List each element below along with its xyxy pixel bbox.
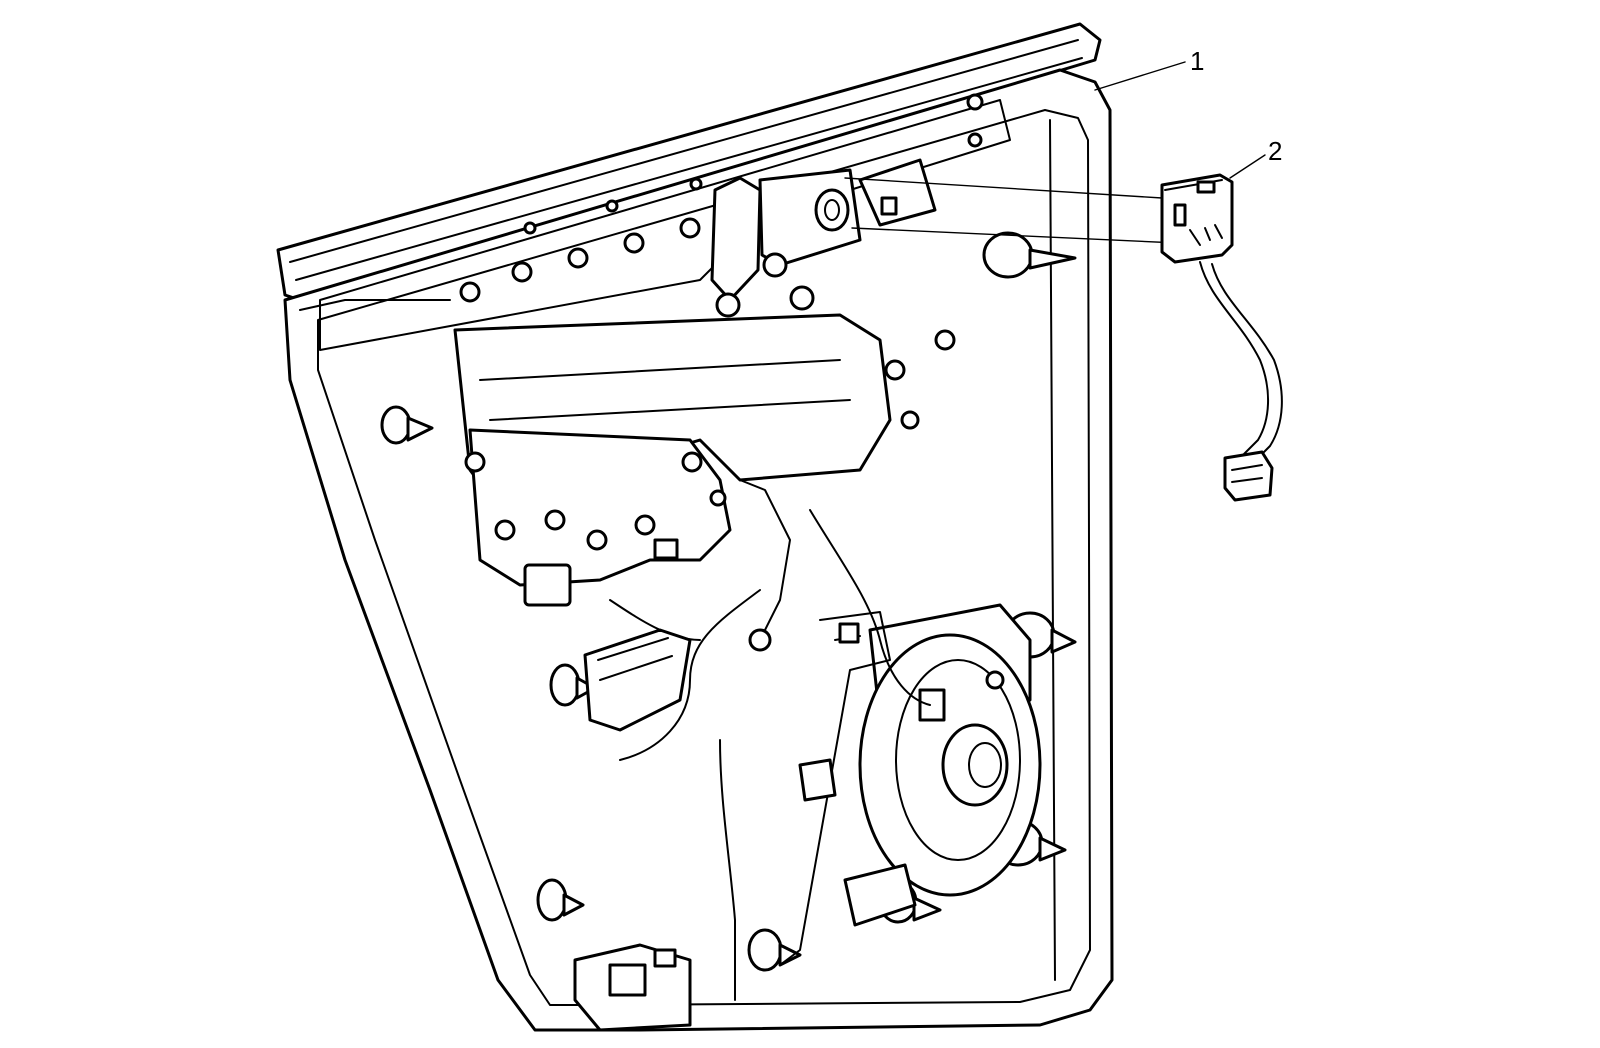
- push-pin: [380, 405, 434, 445]
- speaker: [843, 603, 1042, 927]
- harness-connector: [1223, 450, 1274, 502]
- callout-2-label: 2: [1268, 136, 1282, 166]
- module-housing: [453, 313, 956, 607]
- strip-bolts: [459, 93, 984, 303]
- push-pin: [747, 928, 802, 972]
- housing-bolts: [464, 329, 956, 551]
- door-wiring-harness: [583, 479, 931, 1001]
- installation-leader-lines: [844, 177, 1179, 244]
- speaker-connector: [918, 688, 946, 722]
- callout-leaders: [1094, 61, 1266, 179]
- callout-1-label: 1: [1190, 46, 1204, 76]
- push-pin: [549, 663, 597, 707]
- latch-assembly: [710, 158, 937, 318]
- lower-connector: [573, 943, 692, 1032]
- push-pin: [536, 878, 585, 922]
- clip-connector: [523, 563, 572, 607]
- window-frame: [276, 22, 1102, 302]
- module-part: [1160, 173, 1283, 502]
- push-pin: [982, 231, 1077, 279]
